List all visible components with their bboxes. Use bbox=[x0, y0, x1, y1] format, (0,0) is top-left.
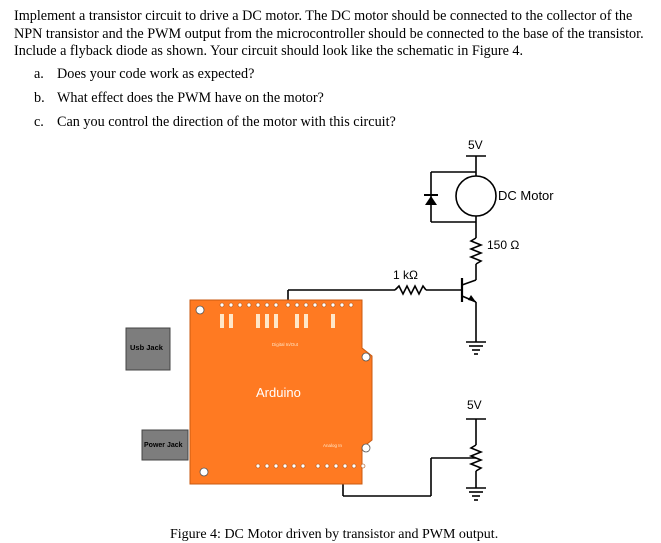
supply-top-label: 5V bbox=[468, 138, 483, 152]
supply-bottom-label: 5V bbox=[467, 398, 482, 412]
pin-legend-marks bbox=[220, 314, 335, 328]
usb-jack-label: Usb Jack bbox=[130, 343, 163, 352]
analog-header bbox=[315, 463, 366, 469]
question-a: a.Does your code work as expected? bbox=[34, 66, 255, 82]
flyback-diode bbox=[425, 196, 437, 205]
usb-jack bbox=[125, 327, 171, 371]
base-resistor-label: 1 kΩ bbox=[393, 268, 418, 282]
question-c: c.Can you control the direction of the m… bbox=[34, 114, 396, 130]
dc-motor-symbol bbox=[455, 175, 497, 217]
ground-symbol bbox=[466, 341, 486, 355]
arduino-board bbox=[189, 299, 373, 485]
power-header bbox=[255, 463, 306, 469]
base-resistor bbox=[394, 284, 427, 296]
digital-io-label: Digital In/Out bbox=[272, 342, 299, 347]
motor-label: DC Motor bbox=[498, 188, 554, 203]
analog-in-label: Analog In bbox=[323, 443, 343, 448]
collector-resistor-label: 150 Ω bbox=[487, 238, 520, 252]
mounting-hole bbox=[361, 443, 371, 453]
mounting-hole bbox=[361, 352, 371, 362]
digital-header bbox=[219, 302, 354, 308]
collector-resistor bbox=[468, 237, 484, 265]
power-jack bbox=[141, 429, 189, 461]
intro-paragraph: Implement a transistor circuit to drive … bbox=[14, 8, 644, 59]
ground-symbol bbox=[466, 487, 486, 501]
figure-caption: Figure 4: DC Motor driven by transistor … bbox=[170, 527, 499, 542]
board-label: Arduino bbox=[256, 385, 301, 400]
mounting-hole bbox=[199, 467, 209, 477]
power-jack-label: Power Jack bbox=[144, 442, 183, 449]
question-b: b.What effect does the PWM have on the m… bbox=[34, 90, 324, 106]
mounting-hole bbox=[195, 305, 205, 315]
